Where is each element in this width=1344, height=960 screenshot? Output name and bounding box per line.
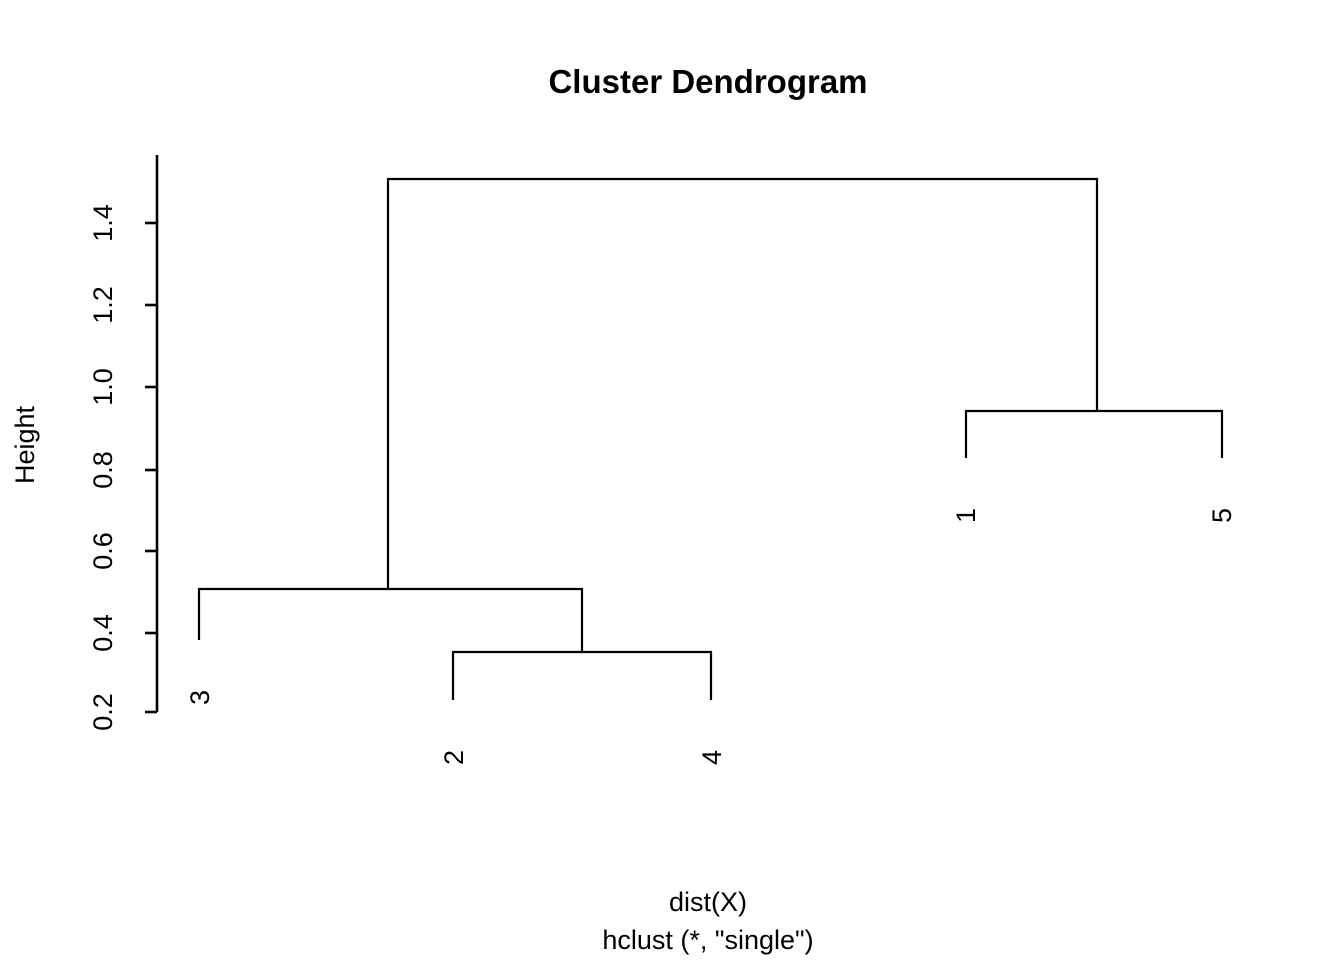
y-tick-label-2: 0.6 xyxy=(88,532,118,570)
x-axis-caption-line-2: hclust (*, "single") xyxy=(602,925,813,955)
dendrogram-branch-3-24 xyxy=(197,587,584,652)
merge-root-path xyxy=(386,177,1099,589)
x-axis-caption: dist(X) hclust (*, "single") xyxy=(602,887,813,955)
y-tick-label-1: 0.4 xyxy=(88,614,118,652)
leaf-labels: 3 2 4 1 5 xyxy=(185,508,1237,765)
y-tick-label-4: 1.0 xyxy=(88,368,118,406)
y-tick-label-6: 1.4 xyxy=(88,204,118,242)
leaf-label-1: 1 xyxy=(951,508,981,523)
page-title: Cluster Dendrogram xyxy=(548,63,867,100)
merge-1-5-path xyxy=(964,409,1224,458)
y-axis-title: Height xyxy=(10,405,40,484)
y-tick-label-0: 0.2 xyxy=(88,693,118,731)
y-tick-label-3: 0.8 xyxy=(88,451,118,489)
y-axis-tick-labels: 0.2 0.4 0.6 0.8 1.0 1.2 1.4 xyxy=(88,204,118,731)
y-axis-ticks xyxy=(145,221,157,714)
dendrogram-branch-root xyxy=(386,177,1099,589)
leaf-label-4: 4 xyxy=(697,750,727,765)
x-axis-caption-line-1: dist(X) xyxy=(669,887,747,917)
leaf-label-3: 3 xyxy=(185,690,215,705)
dendrogram-branch-2-4 xyxy=(451,650,713,700)
leaf-label-5: 5 xyxy=(1207,508,1237,523)
merge-3-24-path xyxy=(197,587,584,652)
dendrogram-branch-1-5 xyxy=(964,409,1224,458)
leaf-label-2: 2 xyxy=(439,750,469,765)
y-tick-label-5: 1.2 xyxy=(88,286,118,324)
merge-2-4-path xyxy=(451,650,713,700)
